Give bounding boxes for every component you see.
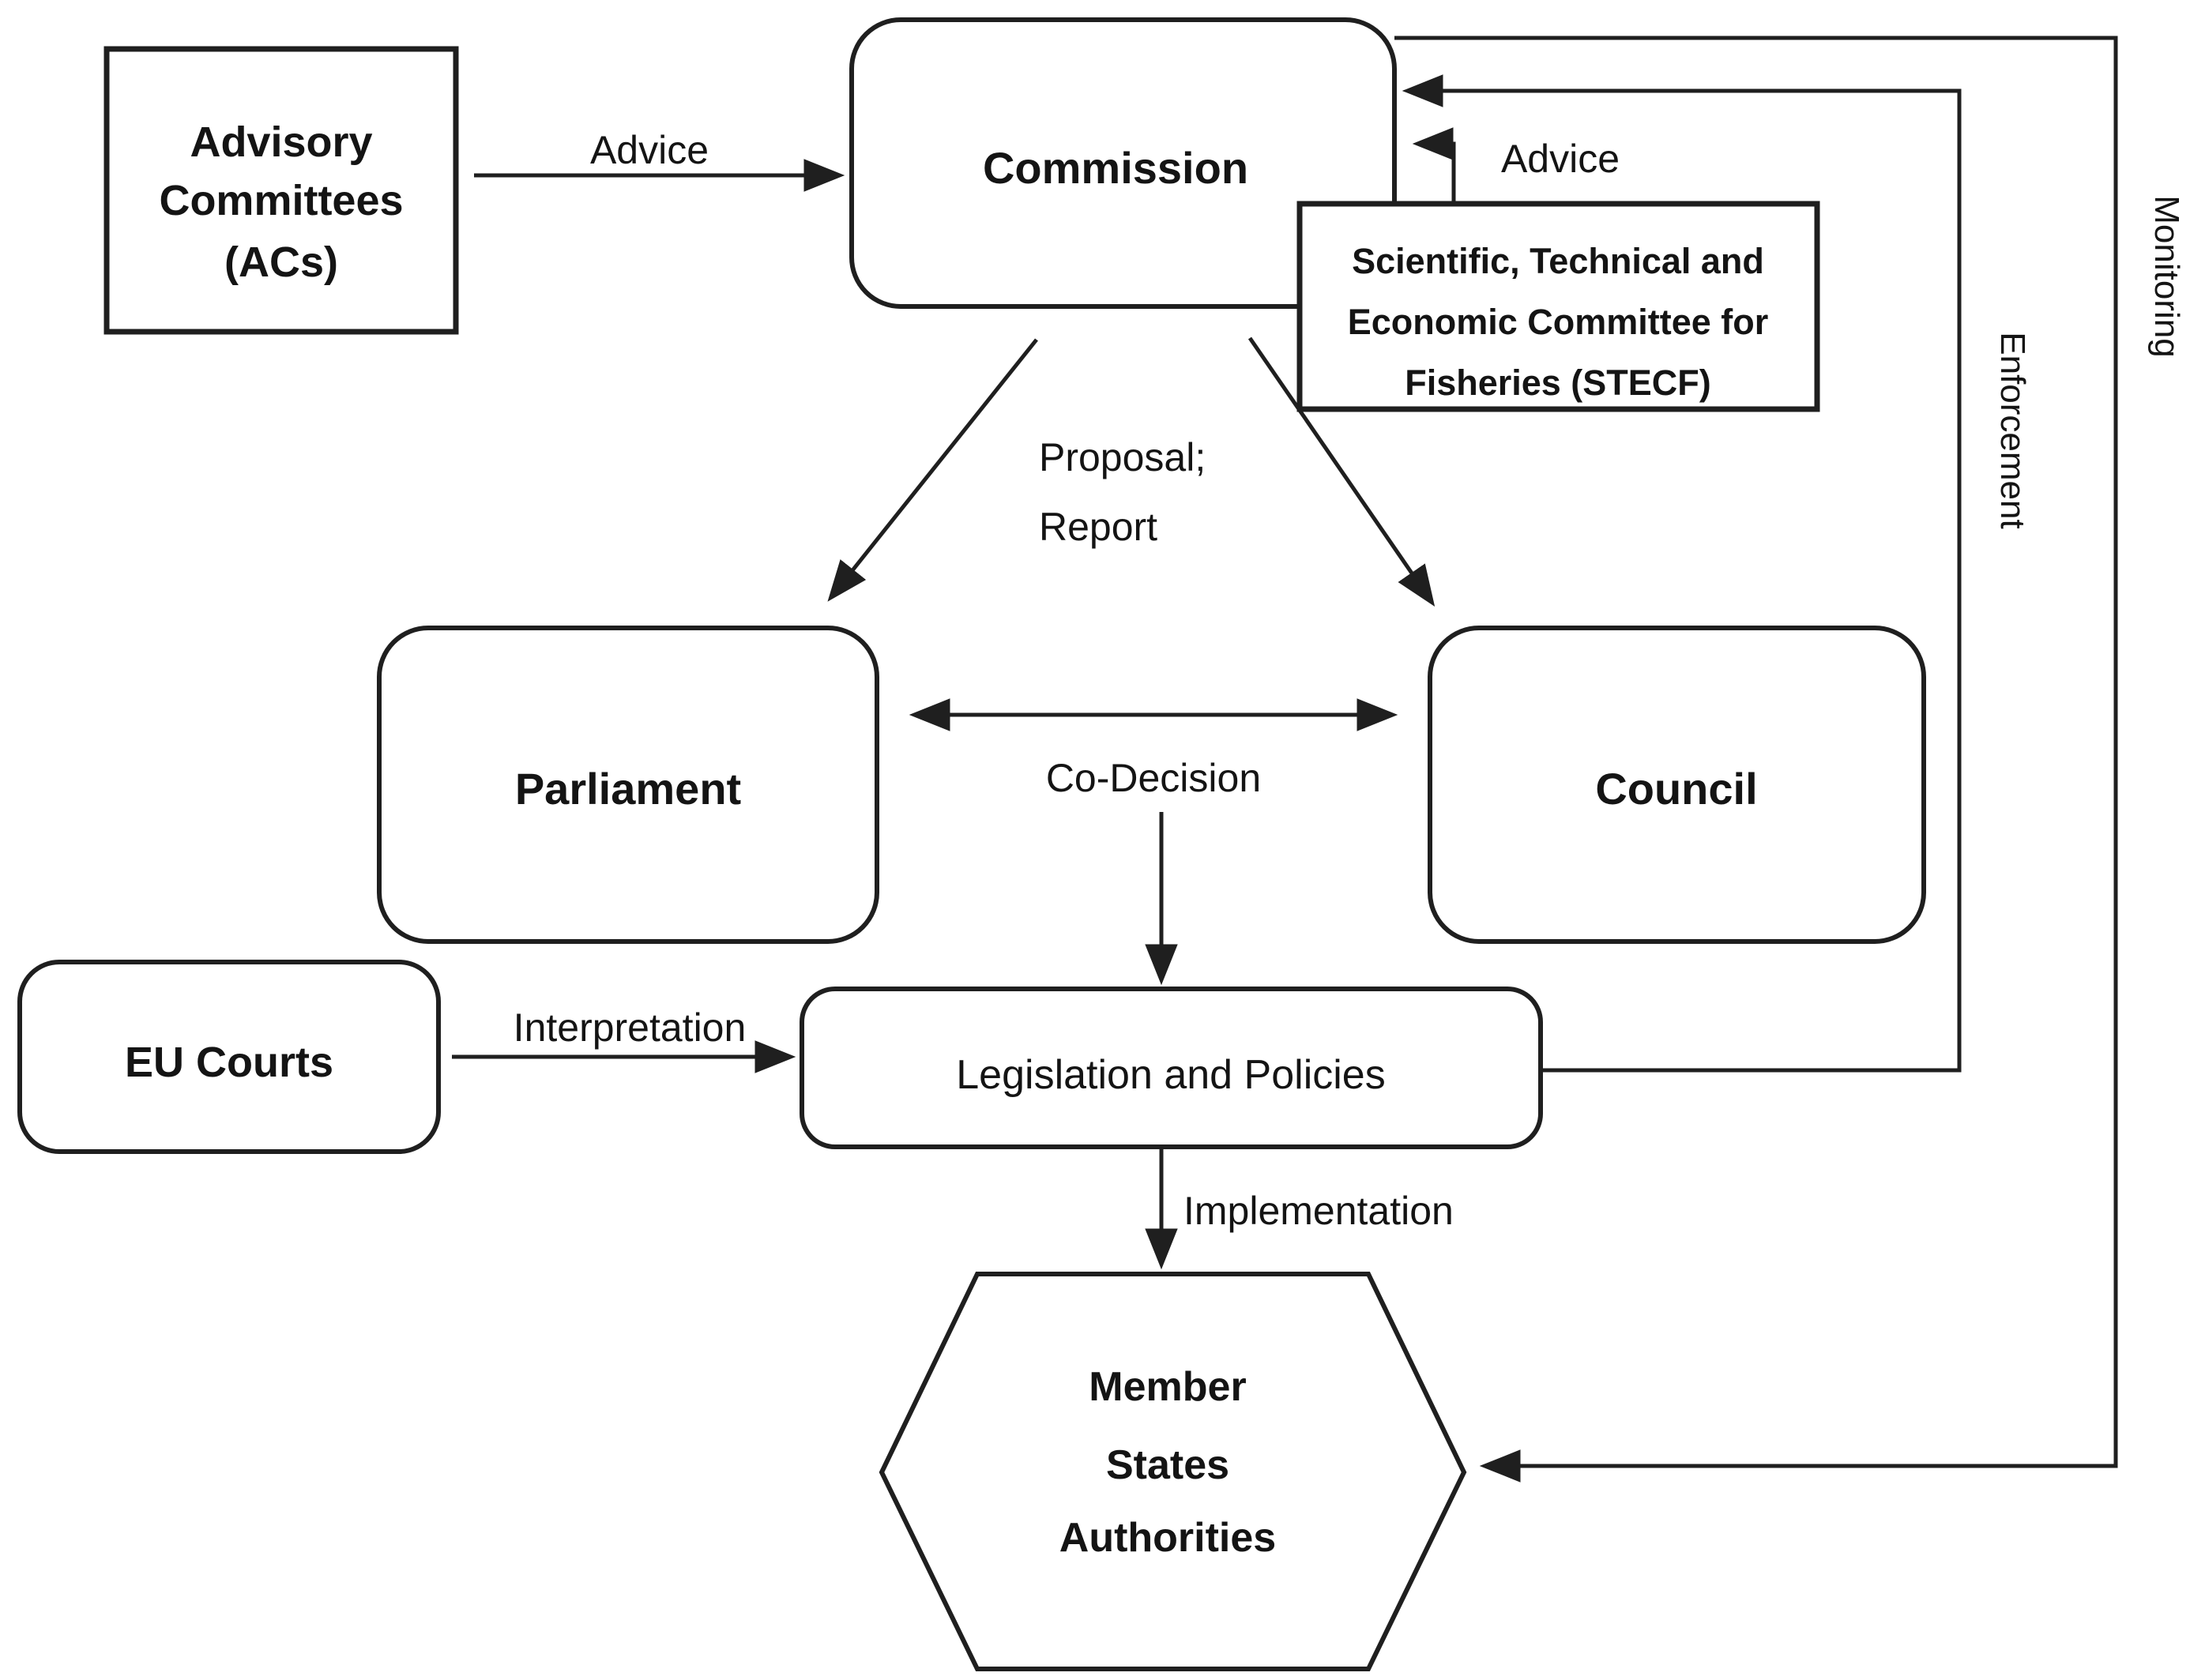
- advisory-label-line3: (ACs): [224, 239, 338, 286]
- proposal-arrow-to-council: [1247, 336, 1436, 607]
- enforcement-line: [1402, 74, 1962, 1073]
- council-label: Council: [1595, 764, 1757, 814]
- member-states-shape: [879, 1272, 1467, 1671]
- stecf-label-line3: Fisheries (STECF): [1405, 363, 1711, 403]
- proposal-label-line1: Proposal;: [1039, 435, 1206, 479]
- advisory-committees-shape: [103, 46, 459, 335]
- node-council: Council: [1428, 626, 1926, 944]
- edge-enforcement: Enforcement: [1402, 74, 2032, 1073]
- stecf-label-line2: Economic Committee for: [1348, 302, 1769, 342]
- legislation-label: Legislation and Policies: [956, 1052, 1385, 1098]
- member-states-label-line1: Member: [1089, 1364, 1246, 1410]
- eu-courts-shape: [17, 960, 441, 1154]
- edge-co-decision: Co-Decision: [909, 698, 1398, 986]
- advisory-label-line1: Advisory: [190, 118, 372, 166]
- stecf-shape: [1296, 201, 1820, 412]
- council-shape: [1428, 626, 1926, 944]
- node-legislation: Legislation and Policies: [800, 987, 1543, 1149]
- commission-label: Commission: [983, 143, 1248, 193]
- parliament-label: Parliament: [515, 764, 741, 814]
- legislation-shape: [800, 987, 1543, 1149]
- advice-stecf-arrow: [1412, 127, 1456, 204]
- proposal-label-line2: Report: [1039, 505, 1157, 549]
- advice-acs-label: Advice: [590, 128, 709, 172]
- stecf-label-line1: Scientific, Technical and: [1352, 241, 1764, 281]
- edge-advice-stecf-to-commission: Advice: [1412, 127, 1620, 204]
- eu-courts-label: EU Courts: [125, 1039, 333, 1086]
- monitoring-label: Monitoring: [2147, 195, 2186, 357]
- co-decision-label: Co-Decision: [1046, 756, 1261, 800]
- member-states-label-line2: States: [1106, 1442, 1229, 1488]
- node-eu-courts: EU Courts: [17, 960, 441, 1154]
- enforcement-label: Enforcement: [1993, 332, 2032, 528]
- proposal-arrow-to-parliament: [827, 338, 1038, 602]
- advice-stecf-label: Advice: [1501, 137, 1620, 181]
- node-commission: Commission: [849, 17, 1397, 309]
- implementation-label: Implementation: [1183, 1189, 1454, 1233]
- parliament-shape: [377, 626, 879, 944]
- node-stecf: Scientific, Technical and Economic Commi…: [1296, 201, 1820, 412]
- edge-implementation: Implementation: [1145, 1147, 1454, 1270]
- node-parliament: Parliament: [377, 626, 879, 944]
- member-states-label-line3: Authorities: [1059, 1515, 1276, 1561]
- edge-interpretation: Interpretation: [452, 1005, 796, 1073]
- node-advisory-committees: Advisory Committees (ACs): [103, 46, 459, 335]
- commission-shape: [849, 17, 1397, 309]
- edge-proposal-report: Proposal; Report: [827, 336, 1436, 607]
- advisory-label-line2: Committees: [159, 177, 403, 224]
- interpretation-label: Interpretation: [514, 1005, 747, 1050]
- monitoring-line: [1394, 36, 2118, 1483]
- node-member-states: Member States Authorities: [879, 1272, 1467, 1671]
- edge-advice-acs-to-commission: Advice: [474, 128, 845, 192]
- edge-monitoring: Monitoring: [1394, 36, 2186, 1483]
